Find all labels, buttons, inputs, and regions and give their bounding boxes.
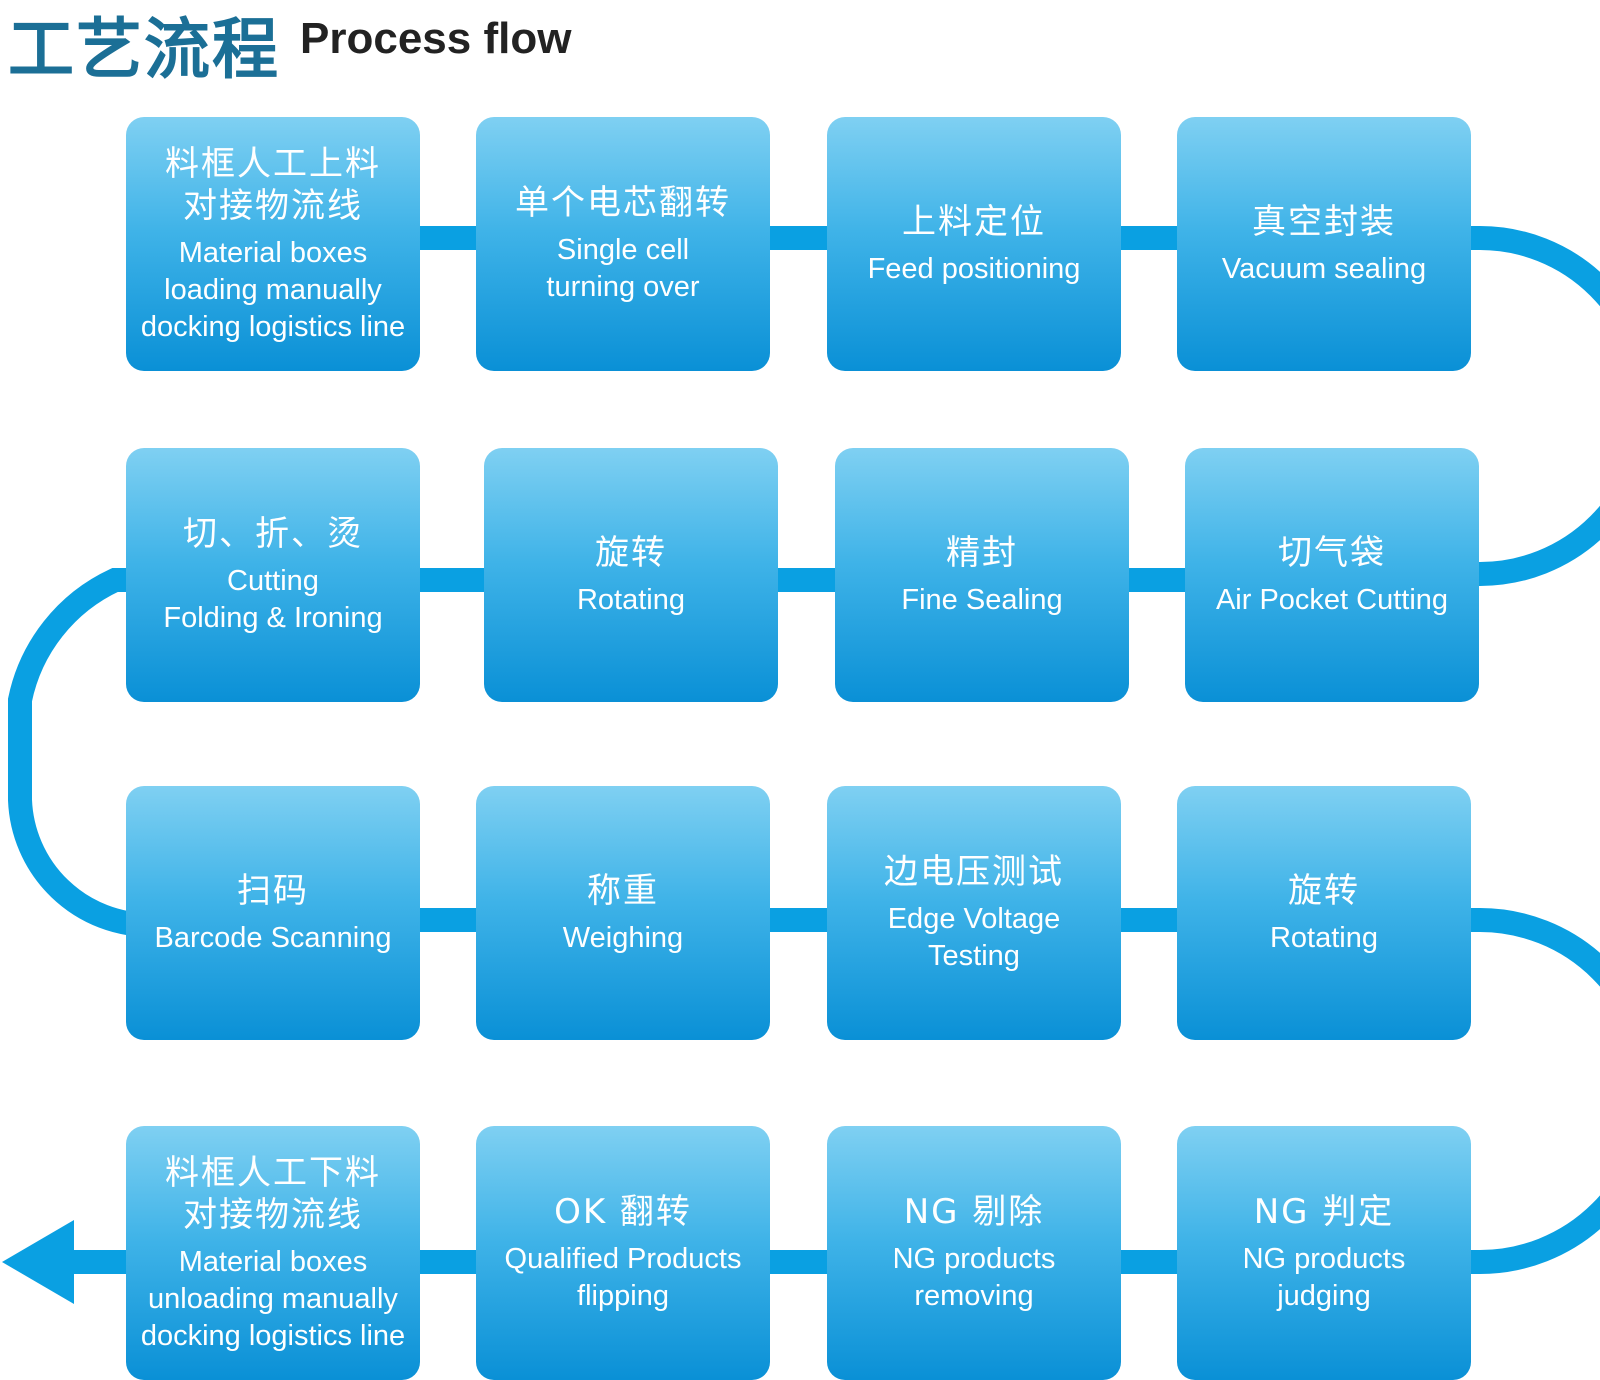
step-label-en: Barcode Scanning: [154, 921, 392, 954]
step-label-cn: NG 剔除: [903, 1192, 1045, 1232]
step-label-cn: 称重: [587, 870, 659, 911]
connector-turn-right-2: [1470, 908, 1600, 1274]
step-label-en: Rotating: [576, 583, 685, 616]
connector-turn-left-1: [7, 568, 151, 937]
process-step-10: 称重 Weighing: [476, 786, 770, 1040]
process-step-1: 料框人工上料 对接物流线 Material boxes loading manua…: [126, 117, 420, 371]
process-step-3: 上料定位 Feed positioning: [827, 117, 1121, 371]
process-step-11: 边电压测试 Edge Voltage Testing: [827, 786, 1121, 1040]
title-english: Process flow: [300, 14, 572, 63]
process-step-5: 切、折、烫 Cutting Folding & Ironing: [126, 448, 420, 702]
process-step-15: NG 剔除 NG products removing: [827, 1126, 1121, 1380]
arrow-left-icon: [2, 1220, 74, 1304]
step-label-cn: 切、折、烫: [183, 514, 363, 554]
connector-turn-right-1: [1470, 226, 1600, 586]
process-step-12: 旋转 Rotating: [1177, 786, 1471, 1040]
step-label-cn: 旋转: [595, 532, 667, 573]
process-step-13: 料框人工下料 对接物流线 Material boxes unloading man…: [126, 1126, 420, 1380]
step-label-en: Vacuum sealing: [1221, 252, 1427, 285]
step-label-en: Edge Voltage Testing: [887, 903, 1061, 972]
title-chinese: 工艺流程: [8, 11, 280, 88]
step-label-cn: 真空封装: [1252, 201, 1396, 242]
step-label-cn: 旋转: [1288, 870, 1360, 911]
step-label-en: Qualified Products flipping: [504, 1243, 742, 1312]
step-label-cn: 边电压测试: [884, 852, 1064, 892]
step-label-cn: 料框人工上料 对接物流线: [165, 143, 381, 226]
step-label-en: Feed positioning: [867, 252, 1081, 285]
step-label-cn: OK 翻转: [554, 1192, 692, 1232]
step-label-cn: 精封: [946, 532, 1018, 573]
step-label-cn: 扫码: [237, 870, 309, 911]
step-label-en: Material boxes unloading manually dockin…: [140, 1245, 406, 1352]
step-label-en: Single cell turning over: [546, 234, 700, 303]
step-label-cn: 切气袋: [1278, 532, 1386, 573]
step-label-cn: 上料定位: [902, 201, 1046, 242]
step-label-en: Weighing: [562, 921, 684, 954]
process-step-16: NG 判定 NG products judging: [1177, 1126, 1471, 1380]
step-label-cn: 料框人工下料 对接物流线: [165, 1152, 381, 1235]
process-step-2: 单个电芯翻转 Single cell turning over: [476, 117, 770, 371]
step-label-cn: NG 判定: [1253, 1192, 1395, 1232]
step-label-en: Material boxes loading manually docking …: [140, 236, 406, 343]
step-label-en: Rotating: [1269, 921, 1378, 954]
process-step-14: OK 翻转 Qualified Products flipping: [476, 1126, 770, 1380]
step-label-en: Cutting Folding & Ironing: [163, 565, 383, 634]
step-label-en: NG products judging: [1242, 1243, 1406, 1312]
step-label-cn: 单个电芯翻转: [515, 183, 731, 223]
process-step-6: 旋转 Rotating: [484, 448, 778, 702]
process-step-9: 扫码 Barcode Scanning: [126, 786, 420, 1040]
step-label-en: Fine Sealing: [901, 583, 1063, 616]
step-label-en: NG products removing: [892, 1243, 1056, 1312]
step-label-en: Air Pocket Cutting: [1215, 583, 1449, 616]
process-step-7: 精封 Fine Sealing: [835, 448, 1129, 702]
process-step-4: 真空封装 Vacuum sealing: [1177, 117, 1471, 371]
process-step-8: 切气袋 Air Pocket Cutting: [1185, 448, 1479, 702]
